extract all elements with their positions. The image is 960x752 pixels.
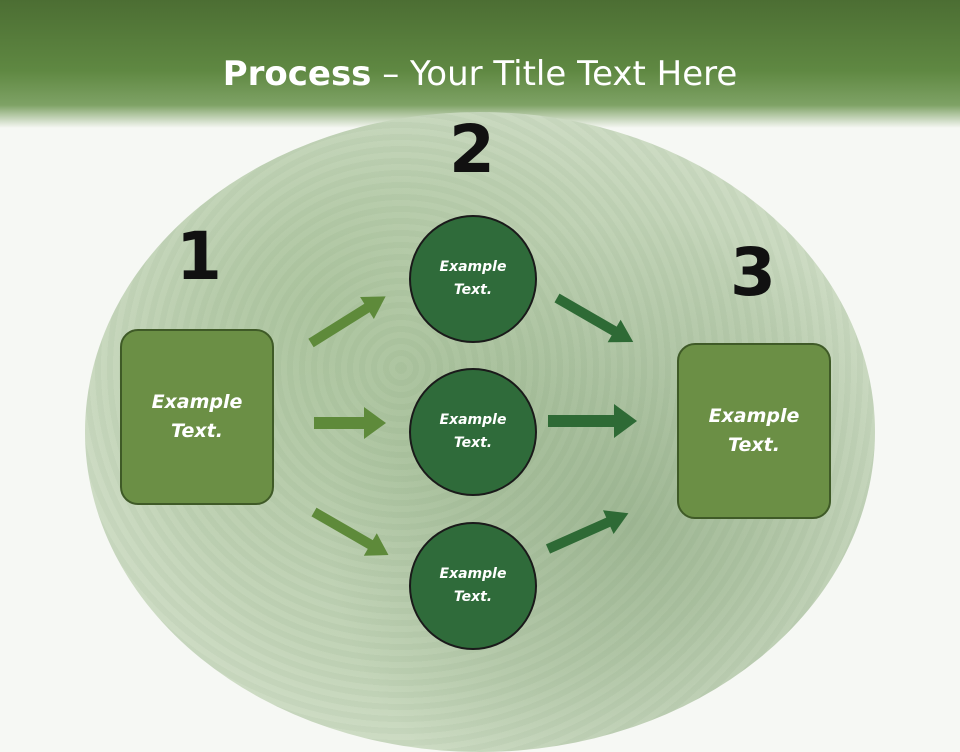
arrow-down-right-icon bbox=[554, 293, 634, 343]
title-banner bbox=[0, 0, 960, 128]
process-circle-top[interactable]: Example Text. bbox=[409, 215, 537, 343]
title-rest: – Your Title Text Here bbox=[371, 54, 738, 94]
step-number-2: 2 bbox=[449, 111, 495, 188]
arrow-up-right-icon bbox=[308, 296, 386, 348]
process-circle-bottom[interactable]: Example Text. bbox=[409, 522, 537, 650]
left-process-box[interactable]: Example Text. bbox=[120, 329, 274, 505]
arrow-right-icon bbox=[314, 407, 386, 439]
step-number-1: 1 bbox=[176, 218, 222, 295]
title-bold: Process bbox=[222, 54, 372, 94]
arrows-layer bbox=[308, 293, 637, 556]
process-circle-middle[interactable]: Example Text. bbox=[409, 368, 537, 496]
arrow-down-right-icon bbox=[311, 507, 389, 556]
right-process-box[interactable]: Example Text. bbox=[677, 343, 831, 519]
arrow-right-icon bbox=[548, 404, 637, 438]
slide-title[interactable]: Process – Your Title Text Here bbox=[0, 52, 960, 96]
step-number-3: 3 bbox=[730, 234, 776, 311]
arrow-up-right-icon bbox=[545, 510, 629, 554]
